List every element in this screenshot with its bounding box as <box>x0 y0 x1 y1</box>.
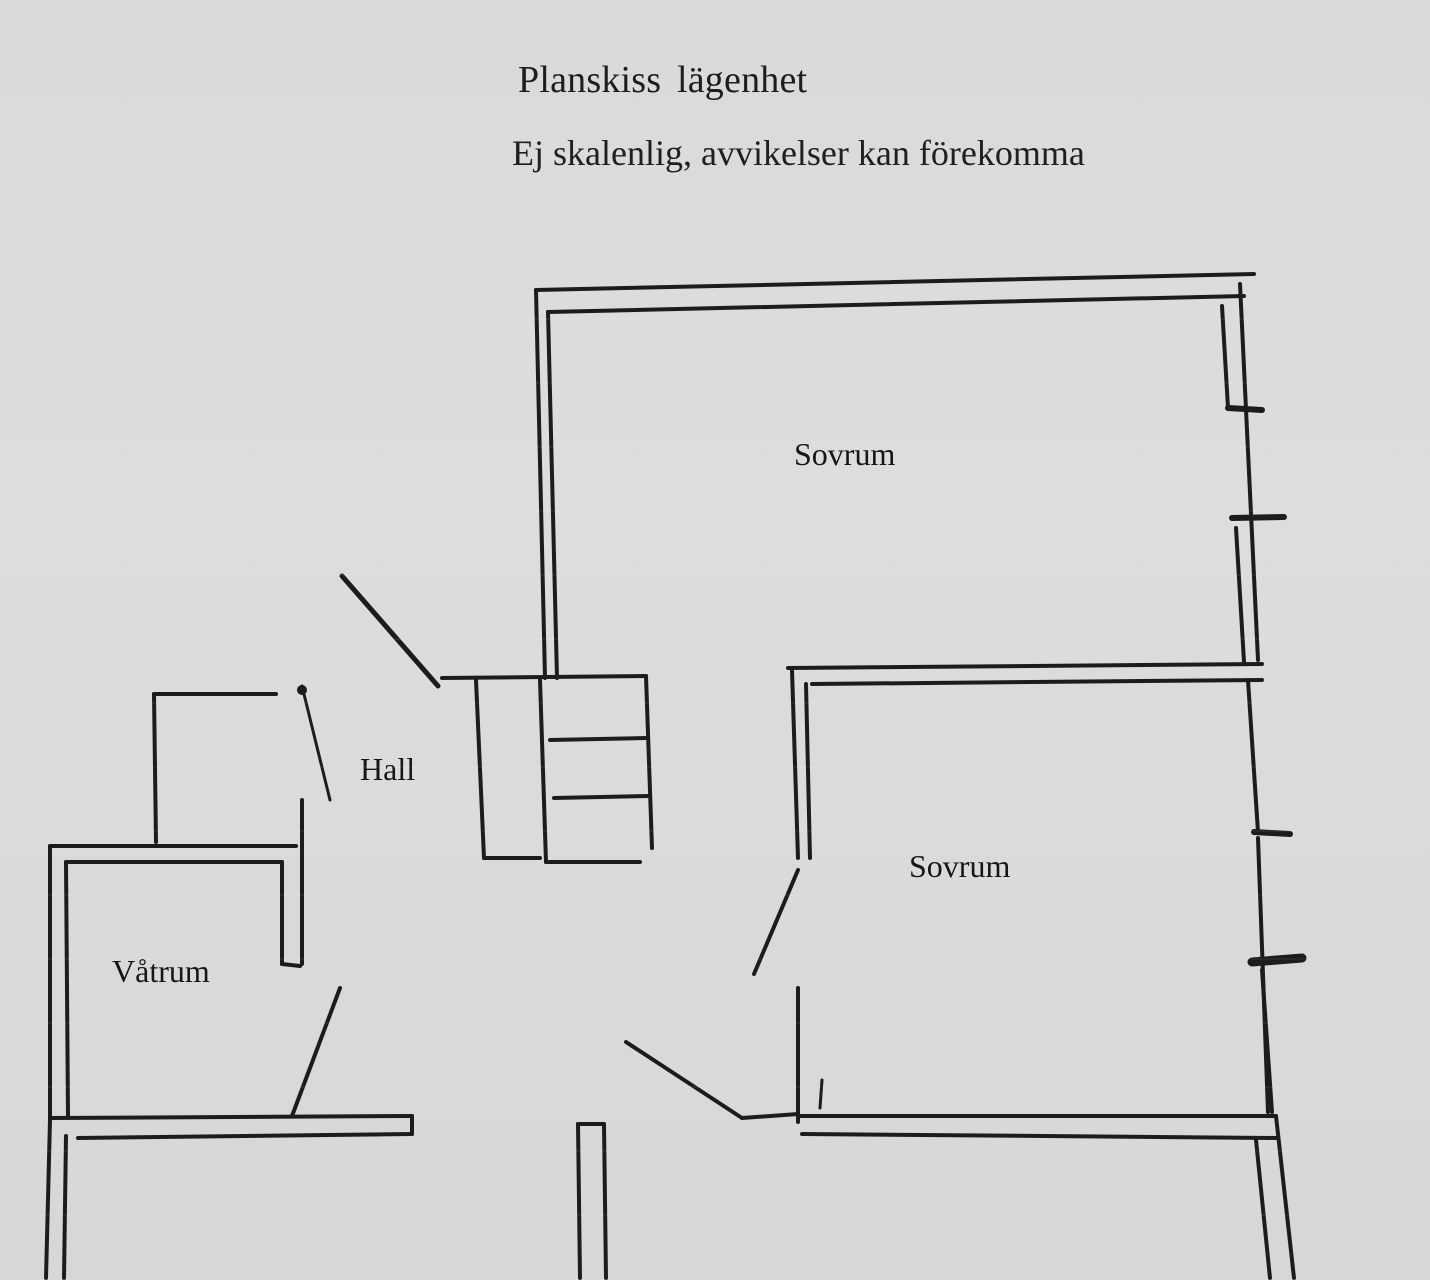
wall-lower-right-inner <box>1254 1138 1272 1280</box>
lower-left-inner <box>62 1134 68 1280</box>
block-left <box>474 678 486 860</box>
wall-mid-bottom-inner <box>800 1132 1280 1140</box>
room-label-sovrum-upper: Sovrum <box>794 436 896 472</box>
vatrum-left-inner <box>64 860 70 1118</box>
lower-left-outer <box>44 1118 52 1280</box>
hall-door-swing <box>624 1040 744 1120</box>
vatrum-right-end <box>280 962 302 968</box>
door-threshold <box>740 1112 800 1120</box>
plan-title: Planskiss lägenhet <box>518 59 808 101</box>
block-divider <box>538 678 548 864</box>
wall-right-inner-lower <box>1234 526 1246 664</box>
window-tick-2 <box>1229 514 1287 521</box>
window-tick-1 <box>1225 405 1265 413</box>
room-label-sovrum-lower: Sovrum <box>909 848 1011 884</box>
wall-mid-left-inner <box>804 682 812 860</box>
lower-partition <box>576 1122 608 1280</box>
wall-left-outer <box>534 288 547 680</box>
wall-right-inner-upper <box>1220 304 1230 410</box>
closet-left <box>152 692 158 844</box>
door-swings <box>290 573 800 1120</box>
entry-door-swing <box>339 573 441 689</box>
wall-mid-left-outer <box>790 668 800 860</box>
wall-top-inner <box>546 294 1246 314</box>
wall-mid-right-upper <box>1246 678 1260 834</box>
window-tick-4 <box>1247 953 1307 967</box>
vatrum-bottom-outer <box>48 1114 414 1120</box>
block-right <box>644 674 654 850</box>
door-mark <box>297 685 307 695</box>
room-label-vatrum: Våtrum <box>112 953 210 989</box>
vatrum-bottom-inner <box>76 1132 414 1140</box>
closet-walls <box>152 692 304 966</box>
wall-left-inner <box>546 310 559 680</box>
vatrum-door-swing <box>290 986 342 1118</box>
partition-right <box>602 1122 608 1280</box>
stair-line-1 <box>548 736 648 742</box>
wall-mid-right-inner <box>1260 968 1274 1114</box>
block-top <box>440 674 648 680</box>
partition-left <box>576 1122 582 1280</box>
window-tick-3 <box>1251 829 1293 837</box>
small-mark <box>818 1078 824 1110</box>
room-label-hall: Hall <box>360 751 416 787</box>
wall-top-outer <box>534 272 1256 292</box>
stair-line-2 <box>552 794 650 800</box>
wall-mid-top-outer <box>786 662 1264 670</box>
bedroom-2-door-swing <box>752 868 800 976</box>
wall-right-outer <box>1238 282 1260 662</box>
entry-block <box>440 674 654 864</box>
bedroom-2-walls <box>786 662 1307 1280</box>
wall-lower-right <box>1274 1114 1296 1280</box>
bedroom-1-walls <box>534 272 1287 680</box>
vatrum-walls <box>44 844 414 1280</box>
closet-door-swing <box>300 684 332 802</box>
wall-mid-top-inner <box>810 678 1264 686</box>
plan-disclaimer: Ej skalenlig, avvikelser kan förekomma <box>512 133 1085 173</box>
